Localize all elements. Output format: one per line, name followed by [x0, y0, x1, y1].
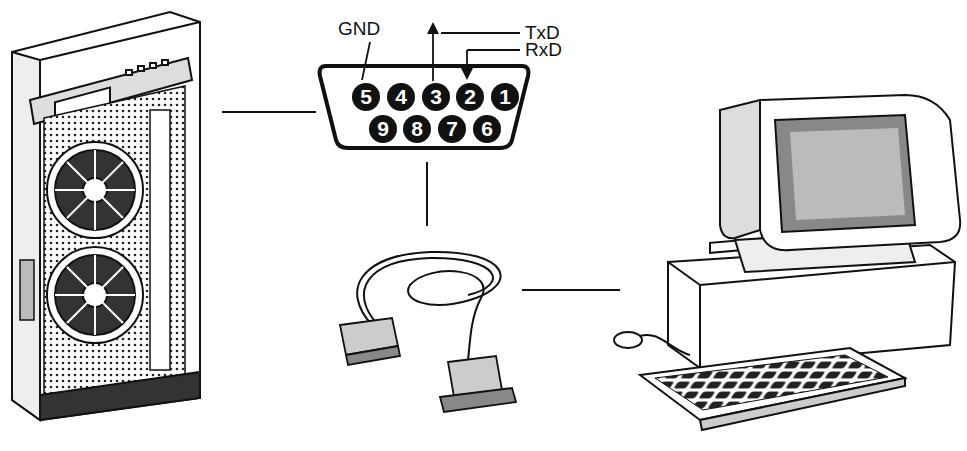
- link-lines: [222, 112, 620, 290]
- pin-number: 9: [365, 114, 401, 144]
- pin-circle: 2: [452, 82, 488, 112]
- pin-number: 2: [452, 82, 488, 112]
- pin-number: 6: [469, 114, 505, 144]
- ups-illustration: [12, 12, 200, 420]
- signal-label: RxD: [524, 40, 563, 60]
- pin-number: 7: [434, 114, 470, 144]
- pin-number: 3: [418, 82, 454, 112]
- pin-number: 1: [487, 82, 523, 112]
- pin-circle: 8: [399, 114, 435, 144]
- pin-circle: 5: [348, 82, 384, 112]
- pin-circle: 9: [365, 114, 401, 144]
- pin-circle: 7: [434, 114, 470, 144]
- pin-number: 5: [348, 82, 384, 112]
- pin-circle: 3: [418, 82, 454, 112]
- signal-leaders: [362, 22, 520, 81]
- pin-circle: 1: [487, 82, 523, 112]
- pin-circle: 4: [383, 82, 419, 112]
- computer-illustration: [614, 95, 960, 430]
- pin-number: 8: [399, 114, 435, 144]
- serial-cable: [340, 252, 516, 412]
- db9-connector: [320, 66, 529, 148]
- pin-number: 4: [383, 82, 419, 112]
- signal-label: GND: [337, 19, 381, 39]
- pin-circle: 6: [469, 114, 505, 144]
